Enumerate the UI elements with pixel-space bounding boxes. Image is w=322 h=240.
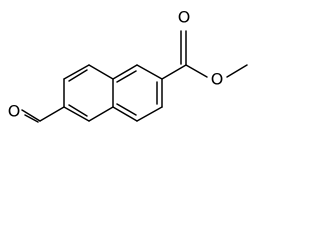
bond-left-ring-2-inner <box>68 69 88 82</box>
carbonyl-oxygen-label: O <box>178 8 191 27</box>
bonds <box>21 30 248 123</box>
bond-aldehyde-co-2 <box>24 114 39 123</box>
bond-right-ring-5-inner <box>116 103 137 116</box>
bond-ester-co <box>185 64 208 78</box>
bond-ester-cring <box>161 64 187 80</box>
bond-right-ring-5 <box>112 106 138 122</box>
ester-oxygen-label: O <box>211 70 224 89</box>
bond-aldehyde-co-1 <box>21 109 41 122</box>
bond-left-ring-5 <box>88 106 114 122</box>
bond-right-ring-1 <box>112 64 138 80</box>
bond-ester-methyl <box>226 64 248 78</box>
bond-right-ring-2 <box>136 64 163 80</box>
bond-left-ring-6 <box>63 106 90 122</box>
chemical-structure: O O O <box>8 8 248 123</box>
bond-right-ring-1-inner <box>116 70 137 83</box>
bond-left-ring-3 <box>88 64 114 80</box>
atom-labels: O O O <box>8 8 224 121</box>
bond-left-ring-2 <box>63 64 90 80</box>
aldehyde-oxygen-label: O <box>8 102 21 121</box>
bond-right-ring-4 <box>136 106 163 122</box>
bond-aldehyde-cring <box>39 106 65 122</box>
bond-left-ring-6-inner <box>68 104 88 117</box>
